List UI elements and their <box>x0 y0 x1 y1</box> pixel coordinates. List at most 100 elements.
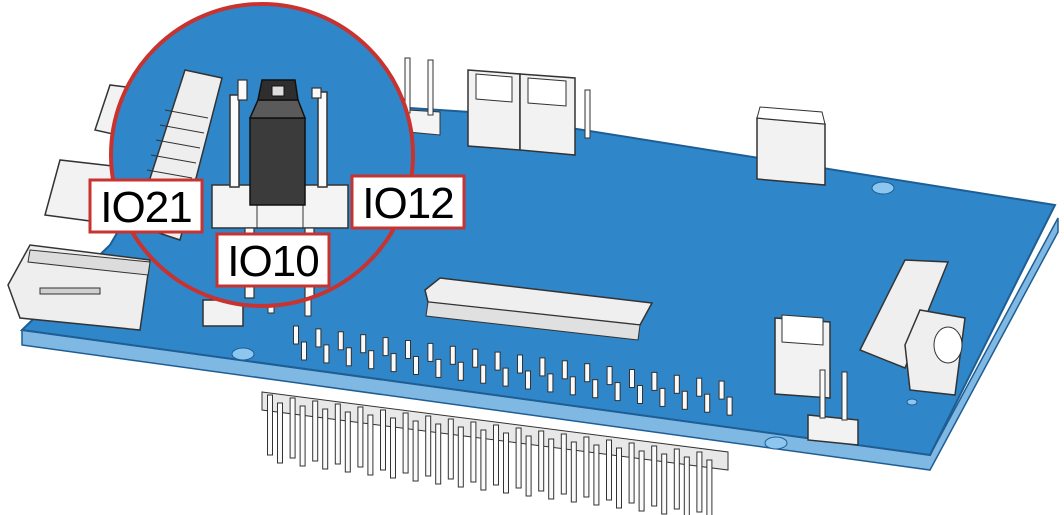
io10-text: IO10 <box>227 237 318 286</box>
header-pin-long <box>334 403 341 465</box>
header-pin-long <box>538 430 545 492</box>
io12-label: IO12 <box>350 174 466 230</box>
header-pin-long <box>267 394 273 456</box>
mount-hole <box>906 398 918 406</box>
header-pin <box>480 364 487 384</box>
pin-header-bottom <box>261 391 729 515</box>
header-pin-long <box>616 447 622 509</box>
push-button <box>904 309 966 396</box>
header-pin-long <box>673 448 680 510</box>
jumper-header-right <box>774 314 859 446</box>
header-pin-long <box>344 411 351 473</box>
header-pin <box>301 341 307 361</box>
header-pin-long <box>367 414 374 476</box>
header-pin-long <box>525 435 532 497</box>
header-pin-long <box>480 429 487 491</box>
header-pin <box>696 377 703 397</box>
header-pin-long <box>425 415 432 477</box>
header-pin-long <box>606 439 612 501</box>
header-pin <box>449 345 456 365</box>
header-pin-long <box>593 444 600 506</box>
header-pin <box>704 393 711 413</box>
zoom-jumper-header <box>211 79 349 229</box>
header-pin-long <box>447 418 454 480</box>
header-pin-long <box>457 426 464 488</box>
header-pin <box>525 370 531 390</box>
header-pin <box>315 328 322 348</box>
header-pin <box>405 340 411 359</box>
header-pin-long <box>322 408 329 470</box>
header-pin-long <box>277 402 283 464</box>
header-pin <box>681 390 688 410</box>
header-pin <box>457 361 464 381</box>
header-pin-long <box>312 400 319 462</box>
io10-label: IO10 <box>215 232 331 288</box>
header-pin-long <box>357 406 364 468</box>
header-pin <box>390 353 397 373</box>
header-pin <box>659 387 666 407</box>
header-pin-long <box>470 421 477 483</box>
header-pin <box>413 356 419 375</box>
header-pin <box>614 382 621 402</box>
io21-text: IO21 <box>100 183 191 232</box>
mount-hole <box>764 436 788 450</box>
jumper-cap <box>248 79 307 206</box>
header-pin-long <box>661 453 668 515</box>
header-pin <box>502 367 509 387</box>
header-pin <box>606 366 613 386</box>
header-pin-long <box>412 420 419 482</box>
header-pin <box>592 379 599 399</box>
header-pin <box>427 342 434 362</box>
header-pin <box>368 350 375 370</box>
header-pin-long <box>435 423 442 485</box>
header-pin-long <box>628 442 635 504</box>
header-pin-long <box>583 436 590 498</box>
header-pin <box>337 331 344 351</box>
header-pin-long <box>560 433 567 495</box>
header-pin <box>539 357 546 377</box>
header-pin <box>561 360 568 380</box>
io21-label: IO21 <box>88 178 204 234</box>
header-pin <box>472 348 479 368</box>
header-pin-long <box>493 424 499 486</box>
header-pin <box>435 358 442 378</box>
three-pin-socket <box>756 106 826 186</box>
io12-text: IO12 <box>362 179 453 228</box>
header-pin-long <box>515 427 522 489</box>
header-pin <box>651 371 658 391</box>
header-pin-long <box>570 441 577 503</box>
header-pin-long <box>696 451 703 513</box>
header-pin <box>360 334 367 354</box>
header-pin-long <box>683 456 690 515</box>
header-pin-long <box>299 405 306 467</box>
header-pin <box>569 376 576 396</box>
pin-header-top <box>293 325 733 416</box>
header-pin <box>584 363 591 383</box>
header-pin <box>673 374 680 394</box>
header-pin-long <box>380 409 386 471</box>
header-pin-long <box>289 397 296 459</box>
mount-hole <box>871 181 895 195</box>
header-pin <box>323 344 330 364</box>
header-pin-long <box>706 459 713 515</box>
header-pin <box>517 354 523 374</box>
header-pin <box>345 347 352 367</box>
header-pin <box>718 380 725 400</box>
header-pin <box>547 373 554 393</box>
header-pin-long <box>402 412 409 474</box>
mount-hole <box>231 347 255 361</box>
header-pin <box>382 337 389 357</box>
header-pin-long <box>503 432 509 494</box>
header-pin-long <box>390 417 396 479</box>
header-pin <box>726 396 733 416</box>
header-pin <box>494 351 501 371</box>
header-pin <box>629 369 635 388</box>
sd-card-slot <box>7 244 151 331</box>
header-pin-long <box>638 450 645 512</box>
header-pin <box>293 325 299 345</box>
header-pin-long <box>548 438 555 500</box>
fpc-connector-right <box>858 259 950 369</box>
jumper-header-top <box>467 69 591 156</box>
fpc-connector <box>424 277 654 341</box>
